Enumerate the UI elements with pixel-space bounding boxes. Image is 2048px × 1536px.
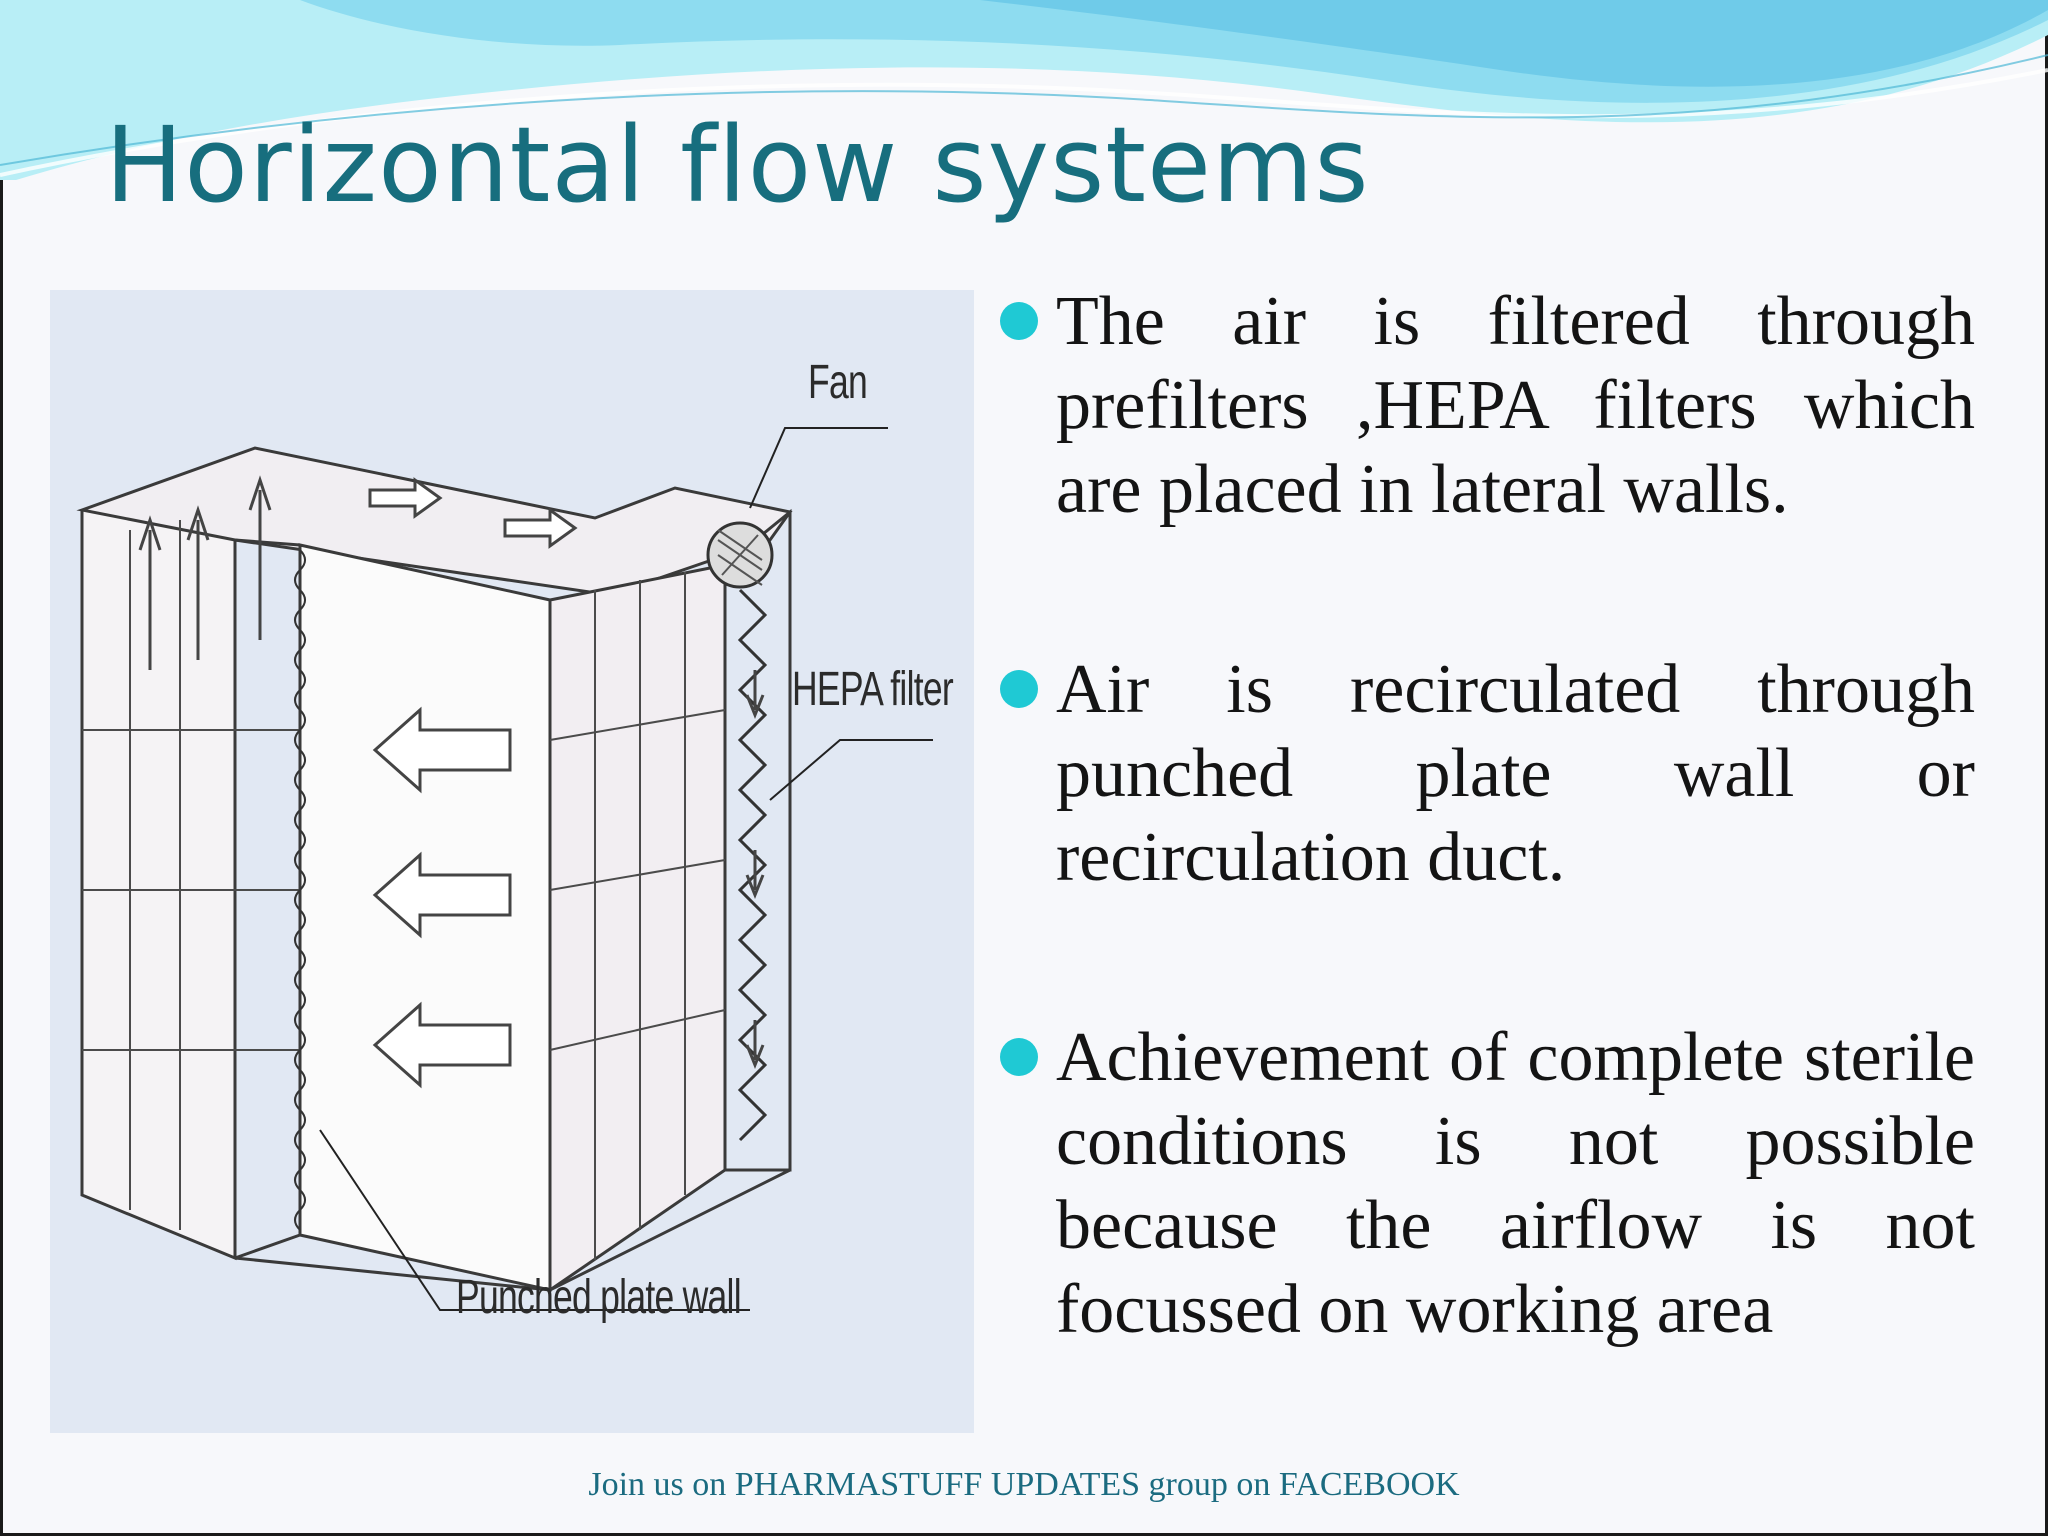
bullet-item: The air is filtered through prefilters ,… — [1000, 280, 1975, 532]
footer-text: Join us on PHARMASTUFF UPDATES group on … — [588, 1466, 1460, 1503]
bullet-dot-icon — [1000, 670, 1038, 708]
page-title: Horizontal flow systems — [105, 104, 1370, 226]
bullet-item: Achievement of complete sterile conditio… — [1000, 1016, 1975, 1352]
bullet-text: The air is filtered through prefilters ,… — [1056, 283, 1975, 528]
fan-label: Fan — [808, 356, 868, 409]
header-wave-decoration — [0, 0, 2048, 180]
bullet-dot-icon — [1000, 302, 1038, 340]
horizontal-flow-diagram: Fan HEPA filter Punched plate wall — [50, 290, 974, 1433]
cabinet-drawing — [76, 427, 933, 1311]
bullet-text: Air is recirculated through punched plat… — [1056, 651, 1975, 896]
punched-plate-wall-label: Punched plate wall — [456, 1271, 742, 1324]
bullet-dot-icon — [1000, 1038, 1038, 1076]
bullet-text: Achievement of complete sterile conditio… — [1056, 1019, 1975, 1348]
bullet-list: The air is filtered through prefilters ,… — [1000, 280, 1975, 1352]
hepa-filter-label: HEPA filter — [792, 663, 954, 716]
bullet-item: Air is recirculated through punched plat… — [1000, 648, 1975, 900]
